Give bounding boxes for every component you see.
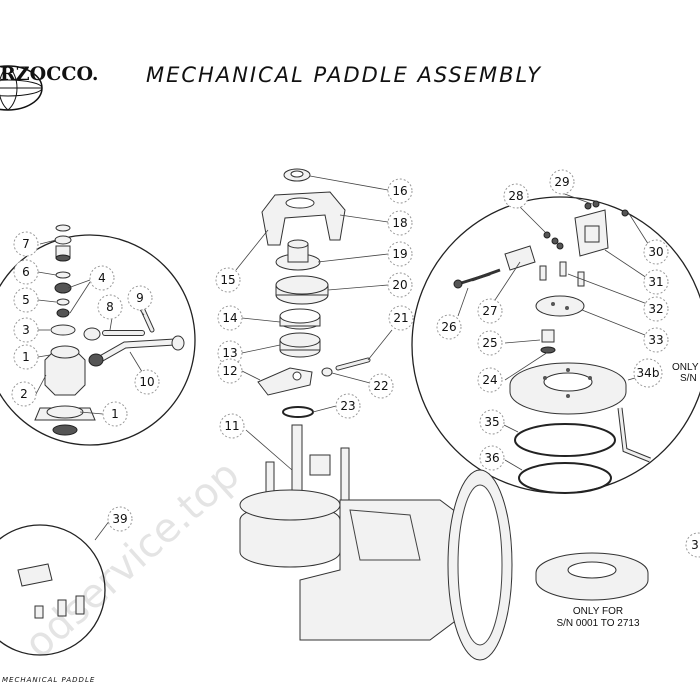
- callout-11: 11: [224, 419, 239, 433]
- callout-1-bottom: 1: [111, 407, 119, 421]
- callout-18: 18: [392, 216, 407, 230]
- detail-circle-right: [411, 196, 700, 494]
- callout-25: 25: [482, 336, 497, 350]
- callout-33: 33: [648, 333, 663, 347]
- callout-2: 2: [20, 387, 28, 401]
- callout-3: 3: [22, 323, 30, 337]
- note-serial-range: S/N 0001 TO 2713: [556, 618, 639, 629]
- callout-29: 29: [554, 175, 569, 189]
- page-title: MECHANICAL PADDLE ASSEMBLY: [146, 63, 542, 87]
- callout-35: 35: [484, 415, 499, 429]
- callout-32: 32: [648, 302, 663, 316]
- callout-7: 7: [22, 237, 30, 251]
- callout-27: 27: [482, 304, 497, 318]
- callout-23: 23: [340, 399, 355, 413]
- callout-20: 20: [392, 278, 407, 292]
- callout-28: 28: [508, 189, 523, 203]
- callout-26: 26: [441, 320, 456, 334]
- callout-1-top: 1: [22, 350, 30, 364]
- callout-39: 39: [112, 512, 127, 526]
- callout-8: 8: [106, 300, 114, 314]
- callout-4: 4: [98, 271, 106, 285]
- flange-lower-right: [535, 552, 649, 601]
- callout-16: 16: [392, 184, 407, 198]
- callout-24: 24: [482, 373, 497, 387]
- leader-lines: [35, 175, 653, 541]
- brand-logo: RZOCCO.: [0, 63, 99, 111]
- callout-34b: 34b: [637, 366, 660, 380]
- callout-14: 14: [222, 311, 237, 325]
- watermark: odservice.top: [16, 452, 248, 668]
- note-only-for: ONLY FOR: [573, 606, 623, 617]
- footer-label: MECHANICAL PADDLE: [2, 676, 95, 684]
- callout-30: 30: [648, 245, 663, 259]
- detail-circle-lower-left: [0, 524, 106, 656]
- callouts: 16 18 15 19 20 14 13 12 21 22 23 11 7 6 …: [11, 169, 700, 558]
- callout-19: 19: [392, 247, 407, 261]
- callout-5: 5: [22, 293, 30, 307]
- callout-3-partial: 3: [691, 538, 699, 552]
- callout-22: 22: [373, 379, 388, 393]
- note-sn-top: S/N: [680, 373, 697, 384]
- callout-15: 15: [220, 273, 235, 287]
- callout-13: 13: [222, 346, 237, 360]
- callout-31: 31: [648, 275, 663, 289]
- brand-name: RZOCCO.: [0, 63, 99, 85]
- callout-6: 6: [22, 265, 30, 279]
- callout-21: 21: [393, 311, 408, 325]
- callout-36: 36: [484, 451, 499, 465]
- detail-circle-left: [0, 224, 196, 446]
- callout-10: 10: [139, 375, 154, 389]
- central-assembly: [239, 168, 513, 661]
- callout-12: 12: [222, 364, 237, 378]
- note-only-top: ONLY: [672, 362, 699, 373]
- callout-9: 9: [136, 291, 144, 305]
